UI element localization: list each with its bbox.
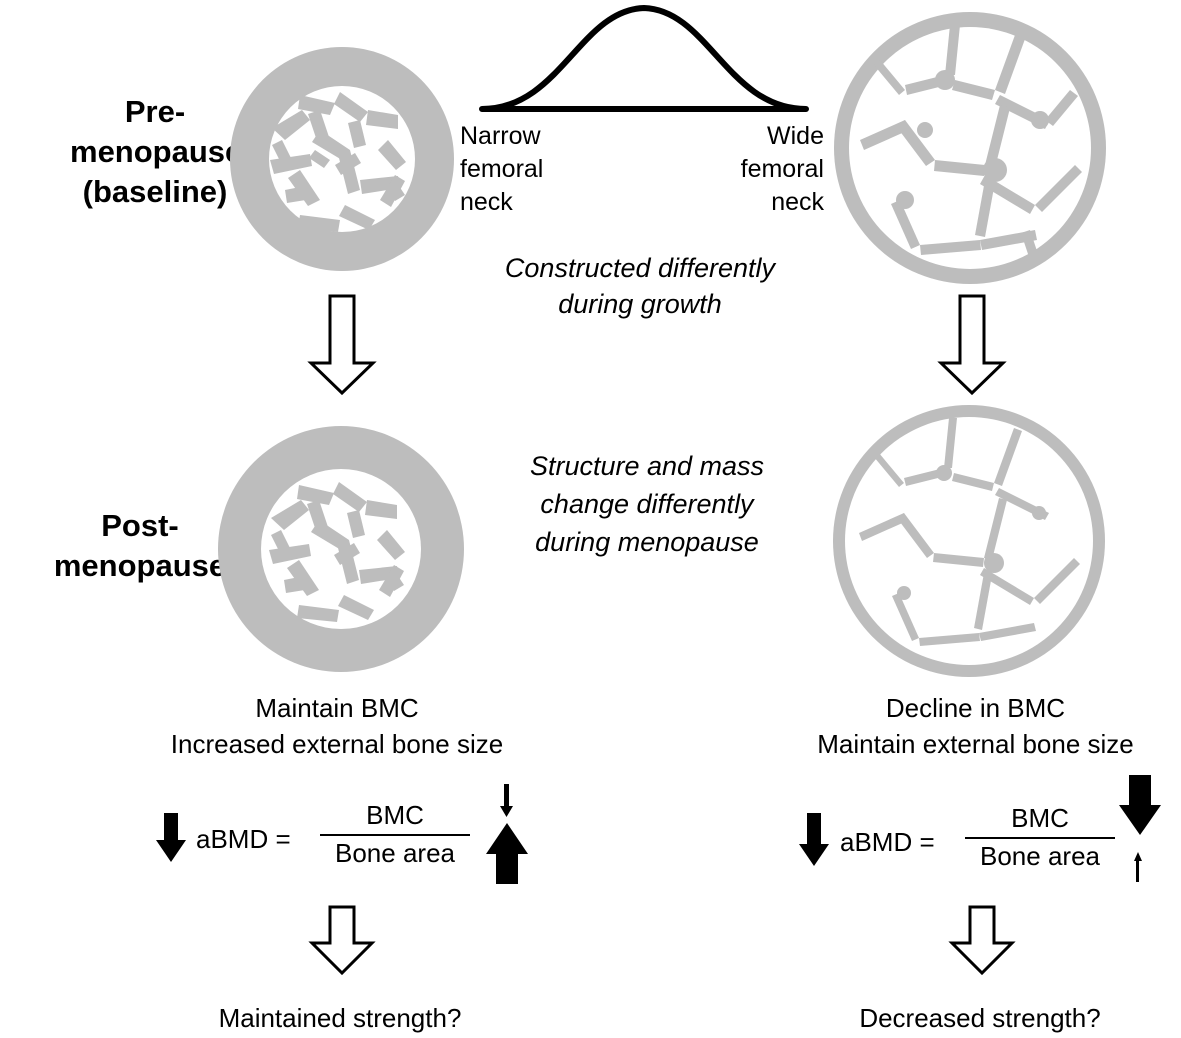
label-line: Narrow: [460, 122, 541, 150]
wide-bone-baseline: [834, 12, 1106, 284]
narrow-bone-postmenopause: [218, 426, 464, 672]
distribution-curve: [479, 5, 809, 112]
wide-equation-lhs: aBMD =: [840, 827, 935, 857]
row-label-line: Post-: [101, 508, 179, 543]
label-line: neck: [771, 188, 824, 216]
row-label-line: menopause: [70, 134, 243, 169]
annotation-line: during menopause: [535, 527, 759, 557]
narrow-equation-lhs: aBMD =: [196, 824, 291, 854]
narrow-equation-fraction: BMC Bone area: [320, 800, 470, 868]
arrow-up-small-wide: [1134, 852, 1142, 882]
status-line: Decline in BMC: [885, 693, 1066, 723]
label-line: femoral: [740, 155, 824, 183]
menopause-annotation: Structure and mass change differently du…: [447, 447, 847, 561]
wide-equation-fraction: BMC Bone area: [965, 803, 1115, 871]
row-label-line: (baseline): [82, 174, 228, 209]
narrow-transition-arrow: [307, 294, 377, 396]
status-line: Maintain external bone size: [817, 729, 1134, 759]
label-line: Wide: [767, 122, 824, 150]
annotation-line: Constructed differently: [504, 253, 776, 283]
row-label-line: Pre-: [124, 94, 186, 129]
wide-outcome-arrow: [948, 905, 1016, 976]
wide-outcome: Decreased strength?: [859, 1003, 1101, 1033]
annotation-line: change differently: [540, 489, 754, 519]
status-line: Increased external bone size: [170, 729, 504, 759]
annotation-line: Structure and mass: [529, 451, 765, 481]
wide-status: Decline in BMC Maintain external bone si…: [770, 690, 1181, 762]
annotation-line: during growth: [558, 289, 722, 319]
row-label-line: menopause: [53, 548, 227, 583]
arrow-down-large-wide: [1119, 775, 1161, 835]
narrow-bone-baseline: [230, 47, 454, 271]
row-label-premenopause: Pre- menopause (baseline): [70, 92, 243, 212]
denominator: Bone area: [320, 834, 470, 868]
distribution-label-narrow: Narrow femoral neck: [460, 120, 580, 219]
label-line: femoral: [460, 155, 544, 183]
row-label-postmenopause: Post- menopause: [40, 506, 240, 586]
arrow-down-small-narrow: [500, 784, 513, 817]
narrow-status: Maintain BMC Increased external bone siz…: [100, 690, 574, 762]
wide-bone-postmenopause: [833, 405, 1105, 677]
numerator: BMC: [1011, 803, 1069, 833]
narrow-outcome: Maintained strength?: [218, 1003, 462, 1033]
arrow-down-abmd-narrow: [156, 813, 186, 862]
arrow-down-abmd-wide: [799, 813, 829, 866]
arrow-up-large-narrow: [486, 823, 528, 884]
numerator: BMC: [366, 800, 424, 830]
distribution-label-wide: Wide femoral neck: [700, 120, 824, 219]
growth-annotation: Constructed differently during growth: [440, 250, 840, 322]
narrow-outcome-arrow: [308, 905, 376, 976]
label-line: neck: [460, 188, 513, 216]
denominator: Bone area: [965, 837, 1115, 871]
wide-transition-arrow: [937, 294, 1007, 396]
status-line: Maintain BMC: [255, 693, 419, 723]
